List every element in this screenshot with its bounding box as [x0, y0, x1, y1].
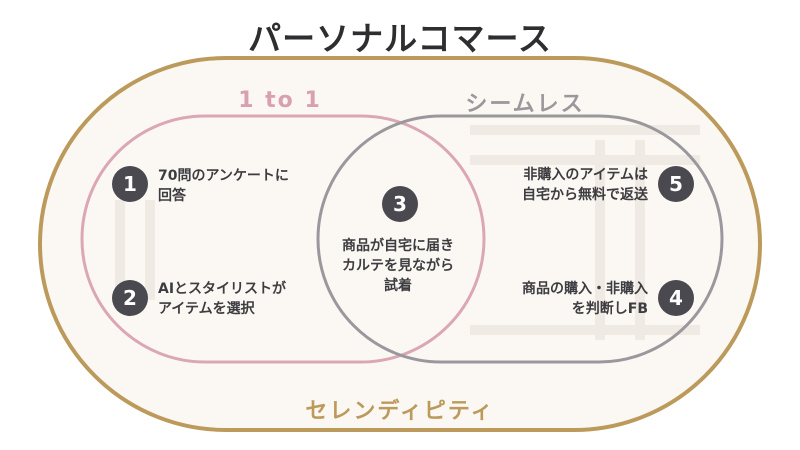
- step-3-line3: 試着: [384, 278, 412, 294]
- step-2-badge: 2: [112, 280, 148, 316]
- step-1-badge: 1: [112, 166, 148, 202]
- step-2-text: AIとスタイリストが アイテムを選択: [158, 279, 286, 319]
- step-2-line2: アイテムを選択: [158, 301, 255, 317]
- step-5-line1: 非購入のアイテムは: [523, 167, 648, 183]
- step-5-line2: 自宅から無料で返送: [522, 187, 648, 203]
- label-seamless: シームレス: [465, 92, 585, 117]
- step-5-badge: 5: [658, 166, 694, 202]
- step-5-text: 非購入のアイテムは 自宅から無料で返送: [478, 165, 648, 205]
- step-1-text: 70問のアンケートに 回答: [158, 166, 289, 206]
- step-2-line1: AIとスタイリストが: [158, 281, 287, 297]
- diagram-title: パーソナルコマース: [248, 19, 552, 58]
- outer-ring: [38, 56, 762, 432]
- label-serendipity: セレンディピティ: [305, 399, 495, 424]
- label-1to1: 1 to 1: [238, 88, 322, 113]
- step-4-text: 商品の購入・非購入 を判断しFB: [478, 279, 648, 319]
- right-ring: [316, 114, 724, 364]
- step-4-badge: 4: [658, 280, 694, 316]
- background-pattern: [115, 125, 700, 340]
- left-ring: [80, 114, 486, 364]
- step-4-line1: 商品の購入・非購入: [522, 281, 648, 297]
- step-1-line1: 70問のアンケートに: [158, 168, 289, 184]
- step-3-badge: 3: [382, 186, 418, 222]
- step-3-text: 商品が自宅に届き カルテを見ながら 試着: [322, 236, 474, 296]
- step-3-line1: 商品が自宅に届き: [342, 238, 454, 254]
- step-4-line2: を判断しFB: [571, 301, 648, 317]
- step-3-line2: カルテを見ながら: [342, 258, 454, 274]
- step-1-line2: 回答: [158, 188, 186, 204]
